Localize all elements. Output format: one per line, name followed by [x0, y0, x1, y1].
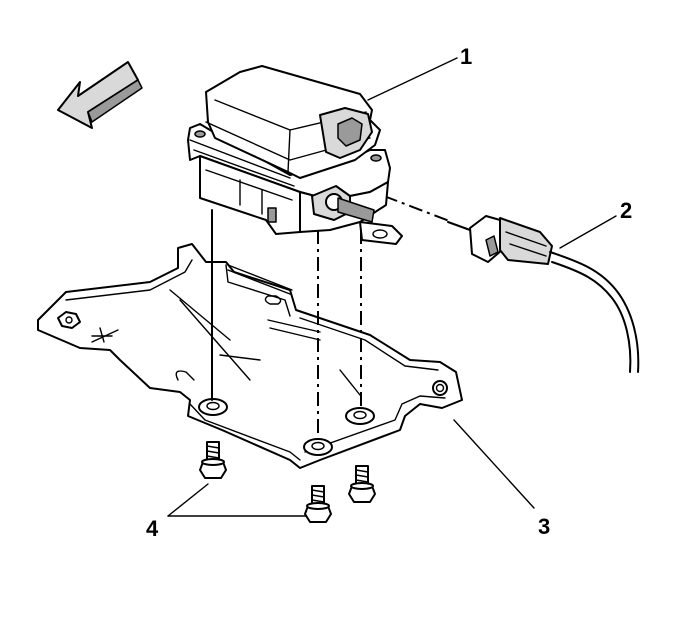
leader-2: [559, 215, 617, 249]
mounting-bracket: [37, 243, 463, 469]
callout-3: 3: [538, 514, 550, 539]
leader-1: [367, 57, 458, 101]
alignment-lines: [211, 195, 453, 440]
leader-3: [453, 419, 535, 509]
callout-4: 4: [146, 516, 159, 541]
leader-4a: [167, 483, 209, 517]
leader-lines: [167, 57, 617, 517]
direction-arrow: [57, 61, 143, 129]
harness-connector: [447, 215, 640, 373]
control-module: [187, 65, 403, 245]
bolt-center: [304, 485, 332, 523]
callout-2: 2: [620, 198, 632, 223]
mounting-bolts: [199, 441, 376, 523]
callout-1: 1: [460, 44, 472, 69]
bolt-left: [199, 441, 227, 479]
bolt-right: [348, 465, 376, 503]
